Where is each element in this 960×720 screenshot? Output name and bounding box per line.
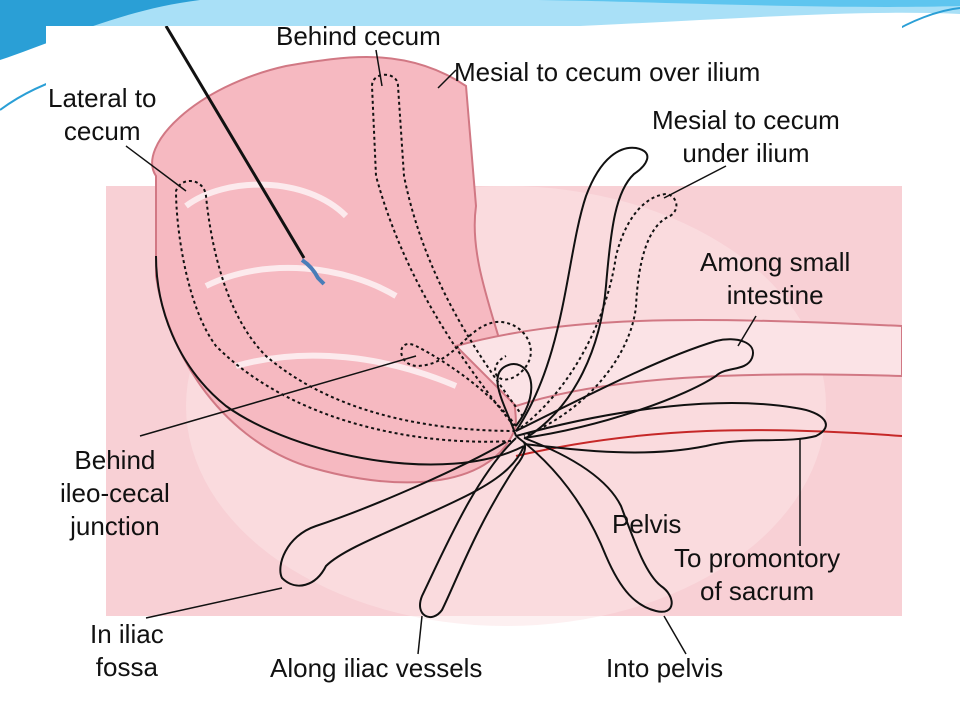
label-pelvis: Pelvis	[612, 509, 682, 539]
label-mesial-under-line-1: Mesial to cecum	[652, 105, 840, 135]
appendix-behind-ileocecal-dotted	[400, 320, 532, 427]
label-along-iliac-vessels: Along iliac vessels	[270, 653, 483, 683]
appendix-lateral-dotted	[174, 180, 517, 443]
label-mesial-under-ilium: Mesial to cecum under ilium	[652, 104, 840, 170]
leader-into-pelvis	[663, 615, 687, 655]
probe-tip	[300, 258, 326, 286]
slide-accent-wave-mid	[0, 0, 960, 7]
label-among-line-2: intestine	[726, 280, 824, 310]
appendix-among-small-intestine	[515, 338, 754, 439]
label-promontory-line-1: To promontory	[674, 543, 841, 573]
colon-haustra-1	[184, 181, 349, 219]
label-into-pelvis: Into pelvis	[606, 653, 724, 683]
appendix-mesial-under-ilium-dotted	[515, 192, 678, 437]
colon-haustra-3	[235, 352, 458, 389]
label-mesial-under-line-2: under ilium	[682, 138, 810, 168]
leader-lateral	[125, 145, 187, 192]
pelvic-rim-red-line-lower	[515, 429, 902, 457]
leader-iliac-vessels	[417, 615, 423, 655]
label-ileocecal-line-3: junction	[70, 511, 160, 541]
label-lateral-to-cecum: Lateral to cecum	[48, 82, 156, 148]
appendix-promontory	[515, 402, 827, 454]
label-ileocecal-line-2: ileo-cecal	[60, 478, 170, 508]
diagram-panel: Behind cecum Mesial to cecum over ilium …	[46, 26, 902, 686]
leader-iliac-fossa	[145, 587, 283, 619]
slide-accent-wave-front	[0, 0, 200, 60]
appendix-diagram	[106, 26, 902, 655]
appendix-iliac-fossa	[279, 441, 525, 587]
label-behind-ileocecal-junction: Behind ileo-cecal junction	[60, 444, 170, 543]
label-to-promontory: To promontory of sacrum	[674, 542, 840, 608]
appendix-pelvis	[515, 435, 673, 613]
appendix-behind-ileocecal	[496, 363, 533, 437]
label-iliac-fossa-line-2: fossa	[95, 652, 158, 682]
label-iliac-fossa-line-1: In iliac	[90, 619, 164, 649]
leader-mesial-under	[663, 165, 727, 199]
label-mesial-over-ilium: Mesial to cecum over ilium	[454, 57, 761, 87]
leader-ileocecal	[139, 355, 417, 437]
label-in-iliac-fossa: In iliac fossa	[90, 618, 164, 684]
appendix-mesial-over-ilium	[515, 146, 649, 439]
leader-behind-cecum	[375, 49, 383, 87]
label-among-small-intestine: Among small intestine	[700, 246, 850, 312]
leader-small-intestine	[737, 315, 757, 347]
label-promontory-line-2: of sacrum	[700, 576, 815, 606]
label-lateral-line-1: Lateral to	[48, 83, 157, 113]
probe-needle-icon	[164, 26, 306, 259]
label-among-line-1: Among small	[700, 247, 851, 277]
label-ileocecal-line-1: Behind	[74, 445, 156, 475]
appendix-long-lateral	[155, 255, 525, 466]
label-lateral-line-2: cecum	[63, 116, 141, 146]
leader-mesial-over	[437, 69, 457, 89]
appendix-along-iliac-vessels	[419, 437, 526, 618]
colon-haustra-2	[204, 264, 398, 299]
label-behind-cecum: Behind cecum	[276, 26, 441, 51]
